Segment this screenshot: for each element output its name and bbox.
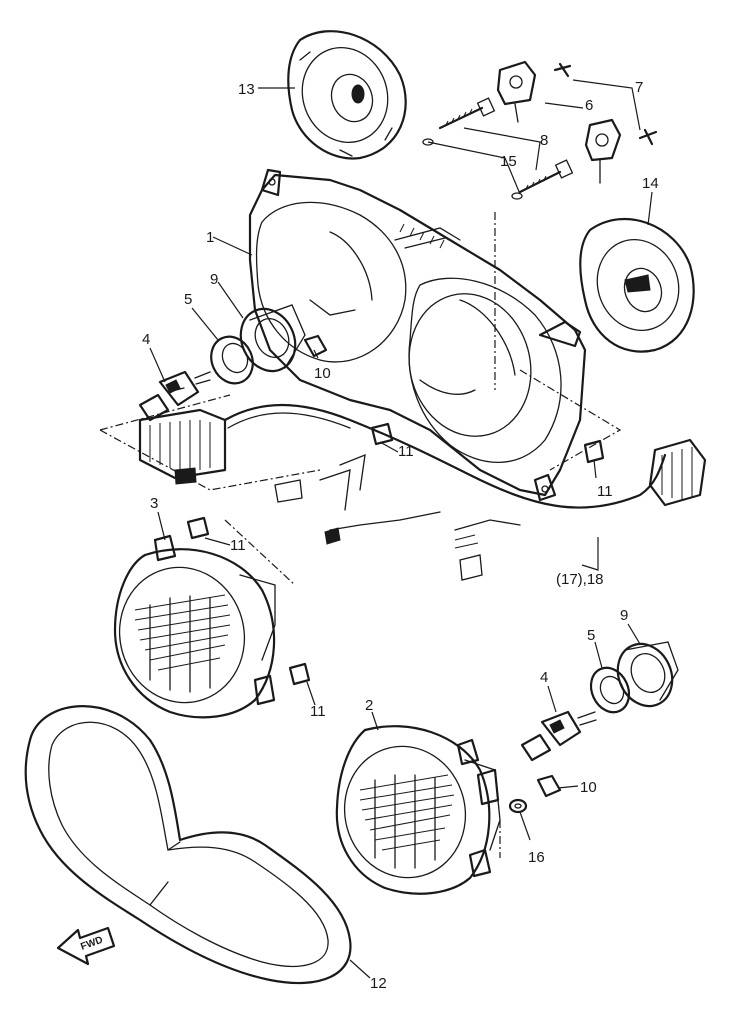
- callout-13: 13: [238, 81, 255, 98]
- callout-16: 16: [528, 849, 545, 866]
- callout-10-upper: 10: [314, 365, 331, 382]
- callout-4-upper: 4: [142, 331, 150, 348]
- headlight-housing-1: [248, 168, 587, 502]
- callout-2: 2: [365, 697, 373, 714]
- bulb-4-lower: [520, 710, 597, 762]
- callout-11-b: 11: [597, 483, 613, 500]
- grommet-11: [186, 422, 605, 686]
- callout-15: 15: [500, 153, 517, 170]
- callout-11-a: 11: [398, 443, 414, 460]
- bulb-cover-14: [579, 217, 695, 353]
- callout-8: 8: [540, 132, 548, 149]
- callout-10-lower: 10: [580, 779, 597, 796]
- callout-6: 6: [585, 97, 593, 114]
- callout-11-c: 11: [230, 537, 246, 554]
- callout-9-upper: 9: [210, 271, 218, 288]
- adjuster-bracket-6: [496, 60, 622, 184]
- clip-10-upper: [303, 334, 328, 358]
- leader-lines: [149, 79, 653, 979]
- callout-9-lower: 9: [620, 607, 628, 624]
- headlight-rim-12: [24, 705, 352, 985]
- forward-arrow-icon: FWD: [56, 926, 116, 966]
- callout-1: 1: [206, 229, 214, 246]
- headlight-unit-3: [113, 534, 276, 719]
- headlight-unit-2: [335, 725, 501, 895]
- bulb-socket-9-lower: [616, 641, 679, 708]
- seal-5-upper: [210, 335, 254, 385]
- clip-10-lower: [536, 774, 562, 798]
- bulb-4-upper: [138, 370, 211, 422]
- wire-harness-17-18: [138, 403, 707, 581]
- washer-16: [508, 798, 528, 814]
- adjuster-bolts-8: [438, 97, 574, 194]
- callout-17-18: (17),18: [556, 571, 604, 588]
- assembly-lines: [99, 212, 622, 858]
- callout-11-d: 11: [310, 703, 326, 720]
- screws-7: [553, 62, 658, 146]
- o-rings-15: [422, 138, 523, 200]
- bulb-cover-13: [287, 30, 407, 160]
- callout-5-upper: 5: [184, 291, 192, 308]
- callout-labels: 13 7 6 8 15 14 1 9 5 4 10 11 11 3 11 (17…: [142, 79, 659, 992]
- callout-14: 14: [642, 175, 659, 192]
- callout-7: 7: [635, 79, 643, 96]
- seal-5-lower: [589, 666, 631, 714]
- callout-12: 12: [370, 975, 387, 992]
- callout-3: 3: [150, 495, 158, 512]
- callout-5-lower: 5: [587, 627, 595, 644]
- callout-4-lower: 4: [540, 669, 548, 686]
